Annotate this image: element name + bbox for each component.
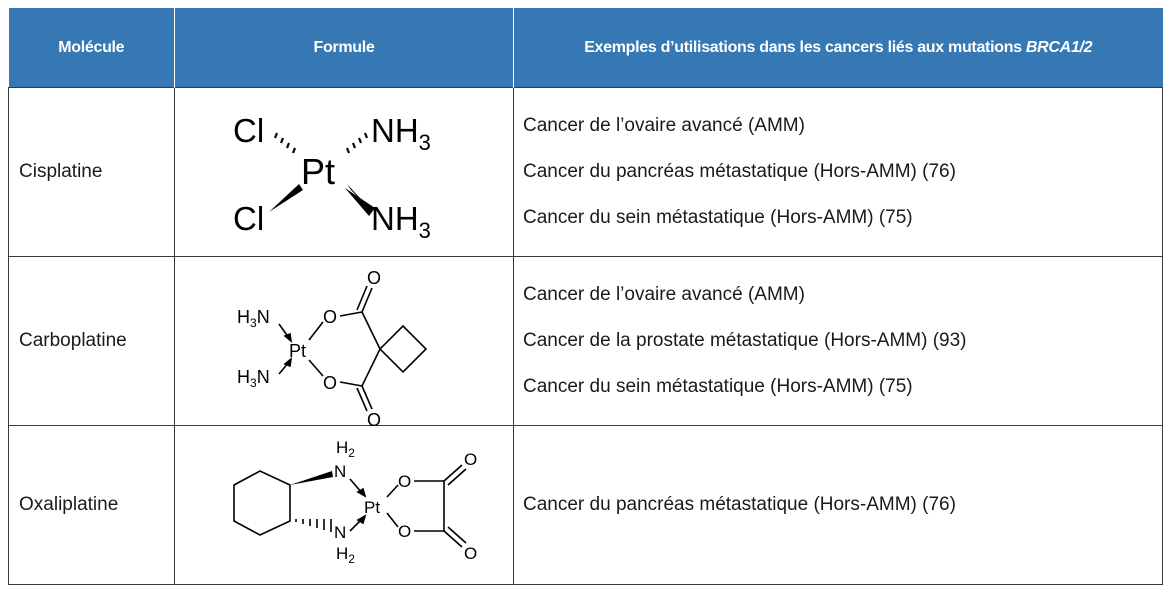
use-item: Cancer de l’ovaire avancé (AMM) bbox=[523, 115, 805, 136]
molecule-name: Carboplatine bbox=[8, 256, 175, 426]
cisplatin-cl-bottom: Cl bbox=[233, 200, 264, 237]
carboplatin-h3n-bottom: H3N bbox=[237, 367, 270, 390]
cisplatin-cl-top: Cl bbox=[233, 112, 264, 149]
wedge-bond-fill bbox=[345, 188, 375, 216]
oxaliplatin-o-ring-top: O bbox=[398, 472, 411, 491]
cisplatin-pt: Pt bbox=[301, 151, 335, 192]
header-uses-gene: BRCA1/2 bbox=[1025, 38, 1093, 56]
table-row: Cisplatine Cl Pt bbox=[8, 87, 1163, 257]
oxaliplatin-o-carbonyl-bottom: O bbox=[464, 544, 477, 563]
cisplatin-nh3-top: NH3 bbox=[371, 112, 431, 155]
wedge-bond bbox=[290, 471, 333, 485]
wedge-bond bbox=[269, 184, 303, 212]
carboplatin-o-carbonyl-bottom: O bbox=[367, 410, 381, 430]
table-row: Carboplatine H3N H3N Pt bbox=[8, 256, 1163, 430]
hashed-bond bbox=[295, 519, 332, 532]
cisplatin-structure: Cl Pt bbox=[233, 112, 431, 243]
oxaliplatin-n-top: N bbox=[334, 462, 346, 481]
header-formula: Formule bbox=[174, 8, 514, 88]
header-row: Molécule Formule Exemples d’utilisations… bbox=[8, 8, 1163, 88]
uses-cell: Cancer de l’ovaire avancé (AMM) Cancer d… bbox=[513, 87, 1163, 257]
formula-cell: Cl Pt bbox=[174, 87, 514, 257]
use-item: Cancer du pancréas métastatique (Hors-AM… bbox=[523, 161, 956, 182]
use-item: Cancer du sein métastatique (Hors-AMM) (… bbox=[523, 376, 913, 397]
cisplatin-nh3-bottom: NH3 bbox=[371, 200, 431, 243]
carboplatin-h3n-top: H3N bbox=[237, 307, 270, 330]
oxaliplatin-o-ring-bottom: O bbox=[398, 522, 411, 541]
use-item: Cancer du pancréas métastatique (Hors-AM… bbox=[523, 494, 956, 515]
formula-cell: H2 N N H2 Pt O O bbox=[174, 425, 514, 585]
use-item: Cancer du sein métastatique (Hors-AMM) (… bbox=[523, 207, 913, 228]
uses-cell: Cancer du pancréas métastatique (Hors-AM… bbox=[513, 425, 1163, 585]
hashed-bond bbox=[273, 132, 297, 154]
table-row: Oxaliplatine bbox=[8, 425, 1163, 585]
molecule-name: Oxaliplatine bbox=[8, 425, 175, 585]
ring-bonds bbox=[308, 285, 428, 412]
oxaliplatin-o-carbonyl-top: O bbox=[464, 450, 477, 469]
ring-bonds bbox=[233, 464, 467, 548]
hashed-bond bbox=[345, 132, 369, 154]
header-molecule: Molécule bbox=[8, 8, 175, 88]
uses-cell: Cancer de l’ovaire avancé (AMM) Cancer d… bbox=[513, 256, 1163, 426]
use-item: Cancer de la prostate métastatique (Hors… bbox=[523, 330, 967, 351]
oxaliplatin-h2-bottom: H2 bbox=[336, 544, 355, 566]
molecule-name: Cisplatine bbox=[8, 87, 175, 257]
use-item: Cancer de l’ovaire avancé (AMM) bbox=[523, 284, 805, 305]
carboplatin-o-ring-top: O bbox=[323, 307, 337, 327]
platinum-drugs-table: Molécule Formule Exemples d’utilisations… bbox=[8, 8, 1163, 585]
dative-bond bbox=[278, 323, 293, 375]
oxaliplatin-structure: H2 N N H2 Pt O O bbox=[233, 438, 477, 566]
carboplatin-pt: Pt bbox=[289, 341, 306, 361]
carboplatin-o-ring-bottom: O bbox=[323, 373, 337, 393]
oxaliplatin-n-bottom: N bbox=[334, 523, 346, 542]
formula-cell: H3N H3N Pt bbox=[174, 256, 514, 430]
oxaliplatin-pt: Pt bbox=[364, 498, 380, 517]
carboplatin-structure: H3N H3N Pt bbox=[237, 268, 428, 430]
header-uses: Exemples d’utilisations dans les cancers… bbox=[513, 8, 1163, 88]
header-uses-text: Exemples d’utilisations dans les cancers… bbox=[584, 38, 1026, 56]
dative-bond bbox=[349, 478, 367, 532]
oxaliplatin-h2-top: H2 bbox=[336, 438, 355, 460]
carboplatin-o-carbonyl-top: O bbox=[367, 268, 381, 288]
